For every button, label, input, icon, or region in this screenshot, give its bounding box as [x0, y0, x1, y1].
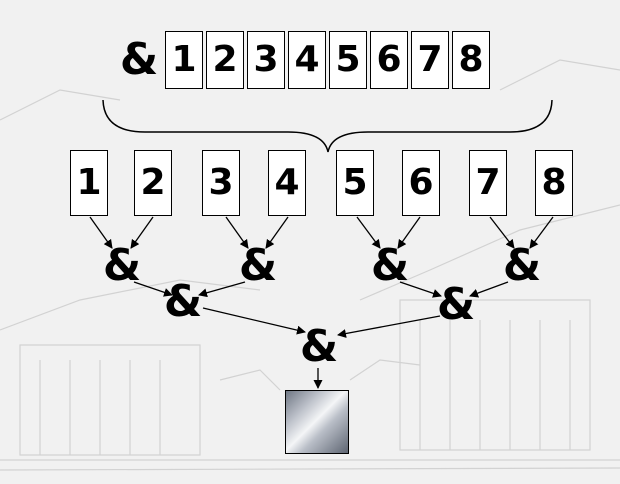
operator-symbol: &: [119, 34, 159, 85]
arrow: [397, 216, 421, 249]
input-array-cell: 6: [370, 31, 408, 89]
input-array-cell: 7: [411, 31, 449, 89]
and-node-level1: &: [502, 240, 542, 291]
and-node-level2: &: [163, 276, 203, 327]
arrow: [89, 216, 113, 249]
gradient-result-square-icon: [285, 390, 349, 454]
and-node-level1: &: [238, 240, 278, 291]
and-node-root: &: [299, 321, 339, 372]
arrow: [337, 315, 441, 338]
split-brace: [102, 99, 553, 153]
and-node-level2: &: [436, 279, 476, 330]
input-array-cell: 3: [247, 31, 285, 89]
input-array-cell: 4: [288, 31, 326, 89]
split-element-box: 8: [535, 150, 573, 216]
arrow: [133, 281, 173, 297]
arrow: [225, 216, 249, 249]
arrow: [202, 307, 306, 335]
arrow: [529, 216, 554, 249]
split-element-box: 2: [134, 150, 172, 216]
input-array-cell: 5: [329, 31, 367, 89]
input-array-cell: 8: [452, 31, 490, 89]
split-element-box: 6: [402, 150, 440, 216]
input-array-cell: 1: [165, 31, 203, 89]
split-element-box: 4: [268, 150, 306, 216]
and-node-level1: &: [102, 240, 142, 291]
arrow: [198, 281, 246, 298]
split-element-box: 3: [202, 150, 240, 216]
split-element-box: 5: [336, 150, 374, 216]
input-array-cell: 2: [206, 31, 244, 89]
arrow: [489, 216, 515, 249]
split-element-box: 7: [469, 150, 507, 216]
arrow: [399, 281, 442, 298]
and-node-level1: &: [370, 240, 410, 291]
arrow: [130, 216, 154, 249]
split-element-box: 1: [70, 150, 108, 216]
arrow: [469, 281, 509, 298]
arrow: [356, 216, 381, 249]
arrow: [265, 216, 289, 249]
